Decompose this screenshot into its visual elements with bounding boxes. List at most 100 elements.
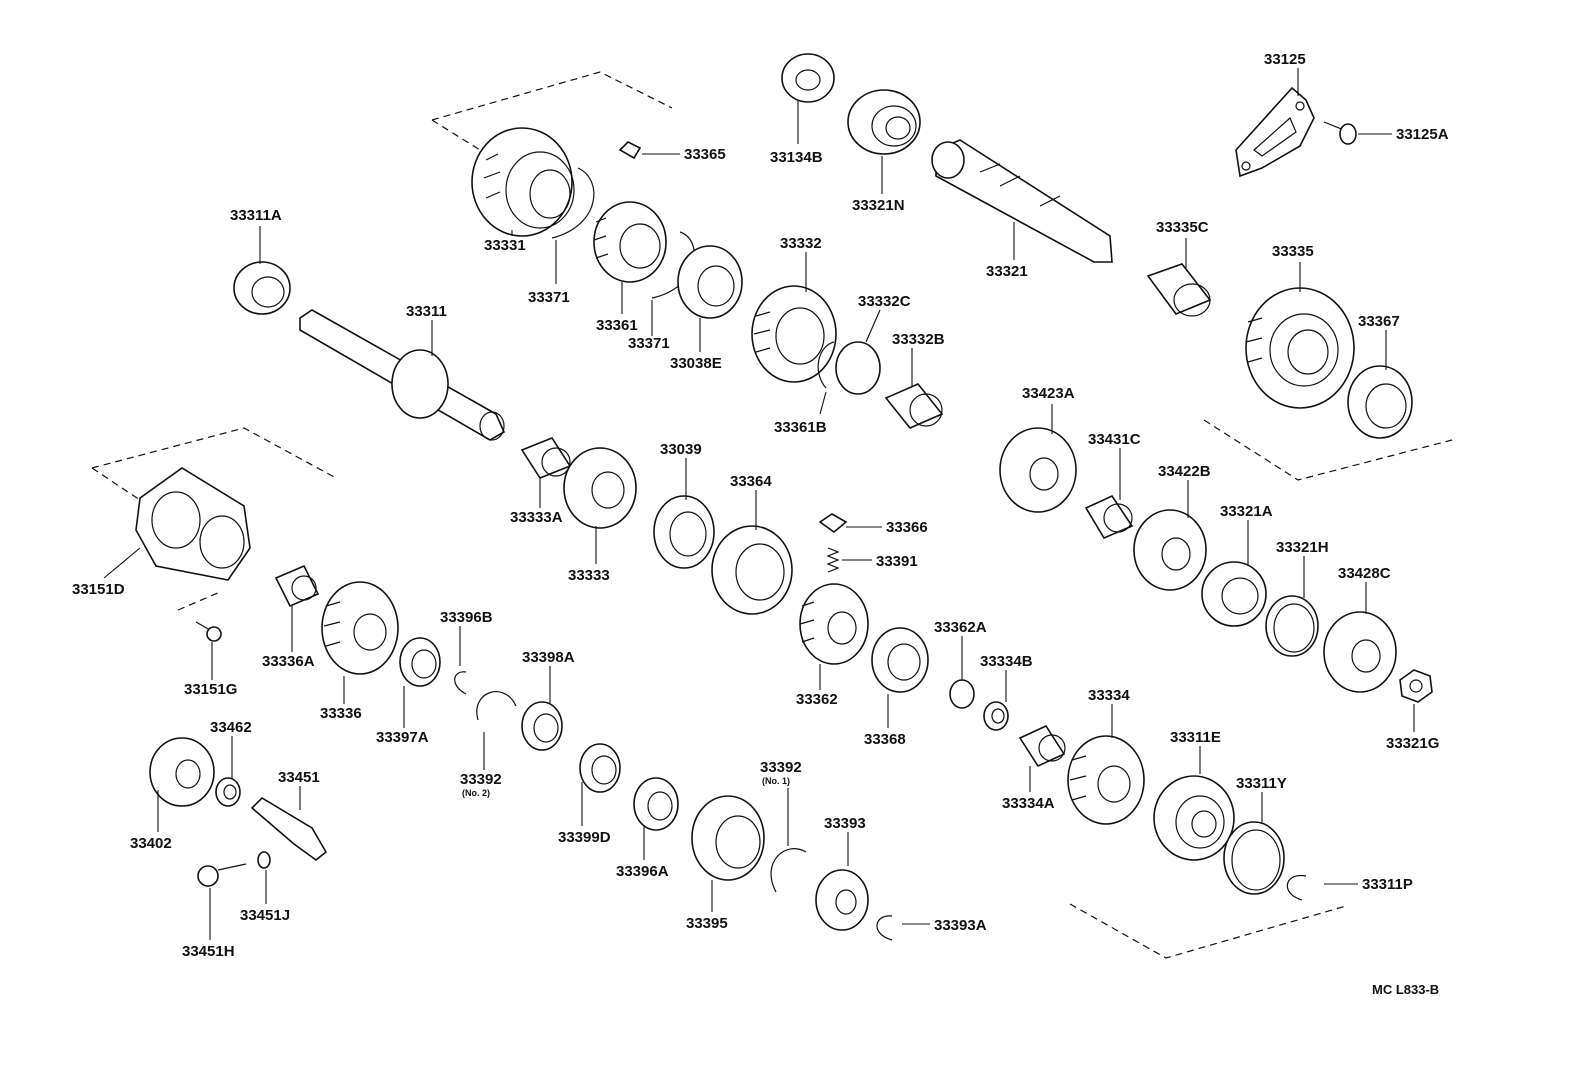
bearing-33311A-shape[interactable] bbox=[233, 261, 291, 315]
ring-33311Y-shape[interactable] bbox=[1223, 821, 1285, 895]
label-33038E[interactable]: 33038E bbox=[670, 355, 722, 372]
synchro-ring-33399D-shape[interactable] bbox=[579, 743, 621, 793]
label-33332B[interactable]: 33332B bbox=[892, 331, 945, 348]
synchro-ring-33397A-shape[interactable] bbox=[399, 637, 441, 687]
gear-33361-shape[interactable] bbox=[593, 201, 667, 283]
label-33451J[interactable]: 33451J bbox=[240, 907, 290, 924]
label-33334[interactable]: 33334 bbox=[1088, 687, 1130, 704]
sleeve-33364-shape[interactable] bbox=[711, 525, 793, 615]
bolt-33451H-shape[interactable] bbox=[197, 863, 247, 887]
input-shaft-33311-shape[interactable] bbox=[299, 309, 506, 441]
gear-33423A-shape[interactable] bbox=[999, 427, 1077, 513]
needle-bearing-33335C-shape[interactable] bbox=[1146, 263, 1212, 317]
label-33368[interactable]: 33368 bbox=[864, 731, 906, 748]
bearing-33321N-shape[interactable] bbox=[847, 89, 921, 155]
gear-33428C-shape[interactable] bbox=[1323, 611, 1397, 693]
ring-33332C-shape[interactable] bbox=[835, 341, 881, 395]
snap-ring-33396B-shape[interactable] bbox=[454, 671, 467, 695]
label-33332[interactable]: 33332 bbox=[780, 235, 822, 252]
needle-bearing-33334A-shape[interactable] bbox=[1018, 724, 1066, 768]
label-33364[interactable]: 33364 bbox=[730, 473, 772, 490]
needle-bearing-33332B-shape[interactable] bbox=[884, 383, 944, 429]
snap-ring-33362A-shape[interactable] bbox=[949, 679, 975, 709]
label-33361[interactable]: 33361 bbox=[596, 317, 638, 334]
key-33365-shape[interactable] bbox=[618, 141, 642, 160]
label-33428C[interactable]: 33428C bbox=[1338, 565, 1391, 582]
bolt-33151G-shape[interactable] bbox=[195, 621, 222, 642]
gear-33451-shape[interactable] bbox=[250, 796, 328, 862]
label-33393A[interactable]: 33393A bbox=[934, 917, 987, 934]
label-33393[interactable]: 33393 bbox=[824, 815, 866, 832]
key-33366-shape[interactable] bbox=[818, 513, 848, 534]
label-33334A[interactable]: 33334A bbox=[1002, 795, 1055, 812]
label-33125[interactable]: 33125 bbox=[1264, 51, 1306, 68]
gear-33422B-shape[interactable] bbox=[1133, 509, 1207, 591]
label-33391[interactable]: 33391 bbox=[876, 553, 918, 570]
label-33311E[interactable]: 33311E bbox=[1170, 729, 1221, 746]
label-33366[interactable]: 33366 bbox=[886, 519, 928, 536]
label-33336A[interactable]: 33336A bbox=[262, 653, 315, 670]
washer-33451J-shape[interactable] bbox=[257, 851, 271, 869]
label-33334B[interactable]: 33334B bbox=[980, 653, 1033, 670]
needle-bearing-33336A-shape[interactable] bbox=[274, 564, 320, 608]
snap-ring-33371-upper-shape[interactable] bbox=[551, 167, 595, 239]
synchro-ring-33368-shape[interactable] bbox=[871, 627, 929, 693]
label-33311[interactable]: 33311 bbox=[406, 303, 447, 320]
label-33333A[interactable]: 33333A bbox=[510, 509, 563, 526]
label-33398A[interactable]: 33398A bbox=[522, 649, 575, 666]
label-33367[interactable]: 33367 bbox=[1358, 313, 1400, 330]
synchro-ring-33398A-shape[interactable] bbox=[521, 701, 563, 751]
synchro-ring-33039-shape[interactable] bbox=[653, 495, 715, 569]
label-33321A[interactable]: 33321A bbox=[1220, 503, 1273, 520]
label-33335[interactable]: 33335 bbox=[1272, 243, 1314, 260]
label-33039[interactable]: 33039 bbox=[660, 441, 702, 458]
snap-ring-33392-no1-shape[interactable] bbox=[770, 848, 807, 893]
synchro-ring-33038E-shape[interactable] bbox=[677, 245, 743, 319]
label-33332C[interactable]: 33332C bbox=[858, 293, 911, 310]
bracket-33125-shape[interactable] bbox=[1235, 86, 1315, 178]
label-33321G[interactable]: 33321G bbox=[1386, 735, 1439, 752]
label-33335C[interactable]: 33335C bbox=[1156, 219, 1209, 236]
label-33392-no1[interactable]: 33392 bbox=[760, 759, 802, 776]
label-33333[interactable]: 33333 bbox=[568, 567, 610, 584]
label-33431C[interactable]: 33431C bbox=[1088, 431, 1141, 448]
label-33392-no2[interactable]: 33392 bbox=[460, 771, 502, 788]
label-33336[interactable]: 33336 bbox=[320, 705, 362, 722]
label-33125A[interactable]: 33125A bbox=[1396, 126, 1449, 143]
label-33451[interactable]: 33451 bbox=[278, 769, 320, 786]
gear-33335-shape[interactable] bbox=[1245, 287, 1355, 409]
label-33321H[interactable]: 33321H bbox=[1276, 539, 1329, 556]
gear-33332-shape[interactable] bbox=[751, 285, 837, 383]
gear-33333-shape[interactable] bbox=[563, 447, 637, 529]
label-33311P[interactable]: 33311P bbox=[1362, 876, 1413, 893]
label-33331[interactable]: 33331 bbox=[484, 237, 526, 254]
label-33423A[interactable]: 33423A bbox=[1022, 385, 1075, 402]
label-33422B[interactable]: 33422B bbox=[1158, 463, 1211, 480]
label-33397A[interactable]: 33397A bbox=[376, 729, 429, 746]
label-33362A[interactable]: 33362A bbox=[934, 619, 987, 636]
label-33402[interactable]: 33402 bbox=[130, 835, 172, 852]
label-33396A[interactable]: 33396A bbox=[616, 863, 669, 880]
bearing-33311E-shape[interactable] bbox=[1153, 775, 1235, 861]
retainer-33151D-shape[interactable] bbox=[135, 467, 251, 581]
synchro-ring-33396A-shape[interactable] bbox=[633, 777, 679, 831]
ring-33321H-shape[interactable] bbox=[1265, 595, 1319, 657]
hub-33362-shape[interactable] bbox=[799, 583, 869, 665]
nut-33321G-shape[interactable] bbox=[1399, 669, 1433, 703]
washer-33334B-shape[interactable] bbox=[983, 701, 1009, 731]
spring-33391-shape[interactable] bbox=[826, 547, 840, 573]
label-33151G[interactable]: 33151G bbox=[184, 681, 237, 698]
label-33371-upper[interactable]: 33371 bbox=[528, 289, 570, 306]
label-33134B[interactable]: 33134B bbox=[770, 149, 823, 166]
snap-ring-33393A-shape[interactable] bbox=[876, 915, 893, 941]
bolt-33125A-shape[interactable] bbox=[1323, 121, 1357, 145]
label-33361B[interactable]: 33361B bbox=[774, 419, 827, 436]
snap-ring-33311P-shape[interactable] bbox=[1286, 874, 1307, 901]
label-33311A[interactable]: 33311A bbox=[230, 207, 282, 224]
gear-33334-shape[interactable] bbox=[1067, 735, 1145, 825]
label-33365[interactable]: 33365 bbox=[684, 146, 726, 163]
gear-33336-shape[interactable] bbox=[321, 581, 399, 675]
hub-33393-shape[interactable] bbox=[815, 869, 869, 931]
label-33321N[interactable]: 33321N bbox=[852, 197, 905, 214]
label-33362[interactable]: 33362 bbox=[796, 691, 838, 708]
